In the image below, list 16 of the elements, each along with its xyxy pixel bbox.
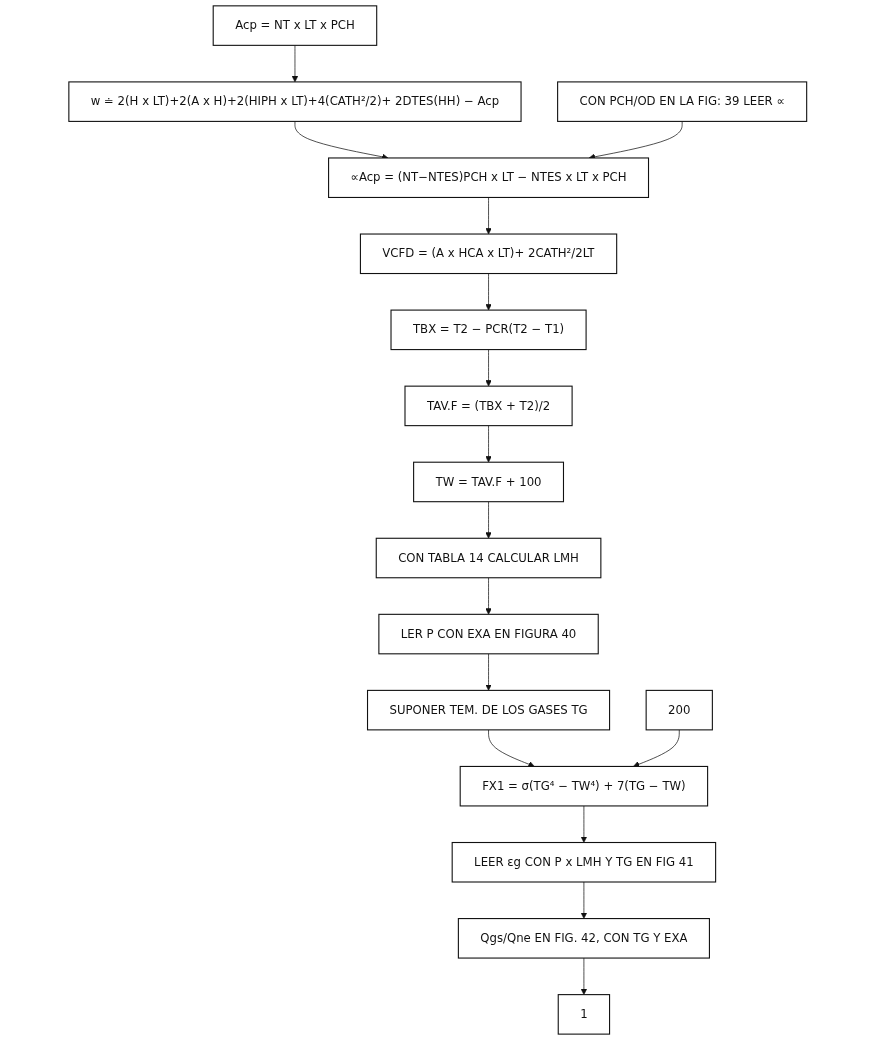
node-box: LEER εg CON P x LMH Y TG EN FIG 41 bbox=[451, 841, 717, 883]
node-box: Acp = NT x LT x PCH bbox=[212, 5, 378, 46]
node-box: FX1 = σ(TG⁴ − TW⁴) + 7(TG − TW) bbox=[459, 765, 709, 807]
node-box: CON PCH/OD EN LA FIG: 39 LEER ∝ bbox=[557, 81, 808, 122]
node-box: CON TABLA 14 CALCULAR LMH bbox=[375, 537, 602, 579]
node-box: ∝Acp = (NT−NTES)PCH x LT − NTES x LT x PCH bbox=[328, 157, 650, 198]
node-box: SUPONER TEM. DE LOS GASES TG bbox=[367, 689, 611, 731]
node-box: VCFD = (A x HCA x LT)+ 2CATH²/2LT bbox=[360, 233, 618, 275]
node-box: TAV.F = (TBX + T2)/2 bbox=[404, 385, 573, 427]
node-box: 1 bbox=[557, 994, 611, 1035]
node-box: TBX = T2 − PCR(T2 − T1) bbox=[390, 309, 587, 351]
node-box: Qgs/Qne EN FIG. 42, CON TG Y EXA bbox=[458, 918, 711, 959]
node-box: LER P CON EXA EN FIGURA 40 bbox=[378, 613, 599, 655]
node-box: 200 bbox=[645, 689, 714, 731]
node-box: w ≐ 2(H x LT)+2(A x H)+2(HIPH x LT)+4(CATH²/2)+ 2DTES(HH) − Acp bbox=[68, 81, 522, 122]
node-box: TW = TAV.F + 100 bbox=[413, 461, 565, 503]
